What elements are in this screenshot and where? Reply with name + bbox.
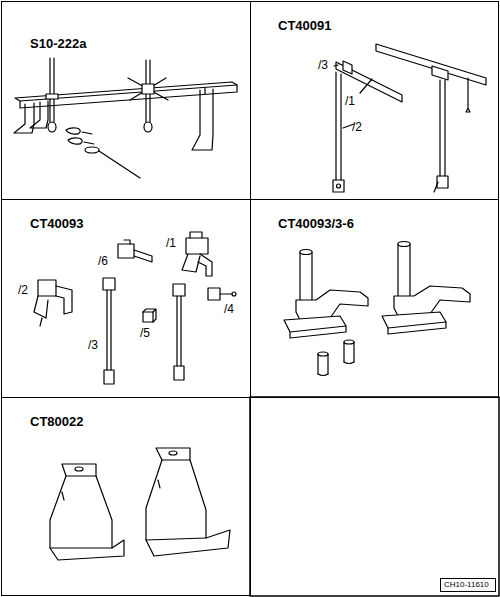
callout-number: /3 [318, 58, 328, 72]
tool-panel: CT80022 [1, 397, 251, 596]
tool-panel: CT40093/3-6 [250, 199, 499, 398]
support-bridge [14, 58, 237, 178]
callout-number: /3 [88, 338, 98, 352]
hanger-brackets [50, 448, 230, 560]
tool-number: CT40093 [30, 216, 83, 231]
tool-panel: CT40093 [1, 199, 251, 398]
tool-number: CT40093/3-6 [278, 216, 354, 231]
pin-brackets [284, 242, 470, 376]
tool-number: CT80022 [30, 414, 83, 429]
callout-number: /1 [345, 94, 355, 108]
figure-code-box: CH10-11610 [440, 578, 496, 592]
tool-number: CT40091 [278, 18, 331, 33]
callout-number: /4 [224, 302, 234, 316]
lifting-beams [333, 44, 486, 192]
tool-panel: CT40091 [250, 1, 499, 200]
callout-number: /2 [18, 283, 28, 297]
figure-code: CH10-11610 [444, 580, 489, 589]
callout-number: /6 [98, 254, 108, 268]
empty-panel [250, 397, 499, 596]
callout-number: /1 [166, 236, 176, 250]
parts-set [34, 232, 236, 384]
callout-number: /2 [352, 120, 362, 134]
callout-number: /5 [140, 326, 150, 340]
tool-number: S10-222a [30, 36, 86, 51]
tool-panel: S10-222a [1, 1, 251, 200]
